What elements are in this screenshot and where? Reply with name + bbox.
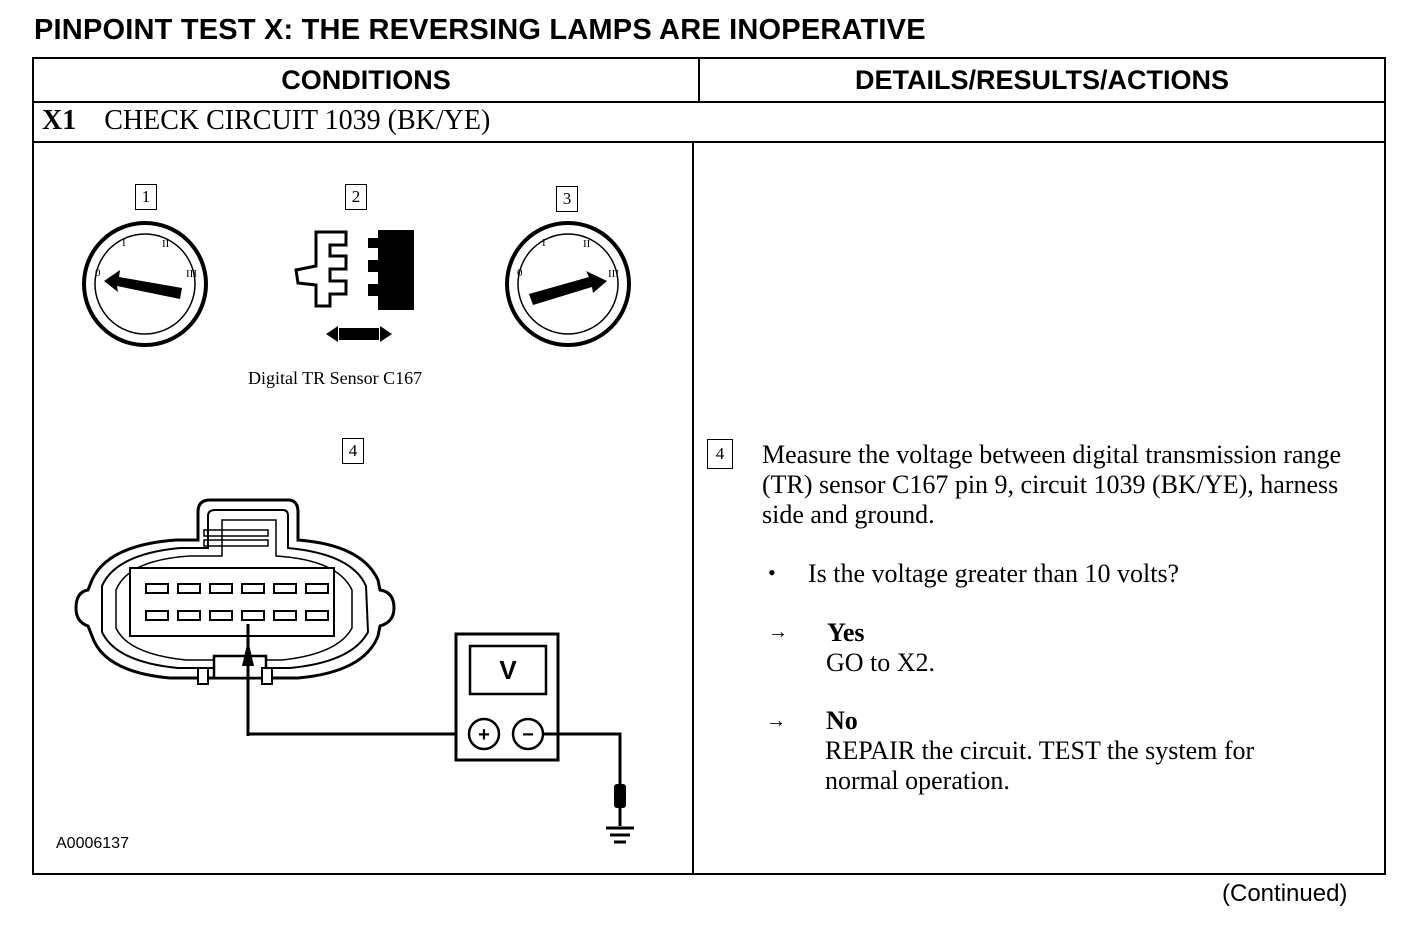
instruction-text: Measure the voltage between digital tran… — [762, 440, 1342, 529]
meter-minus-sign: − — [522, 724, 534, 746]
figure-id: A0006137 — [56, 835, 129, 852]
figure-number-3: 3 — [556, 186, 578, 212]
connector-disconnect-icon — [294, 230, 414, 342]
pinpoint-test-table: CONDITIONS DETAILS/RESULTS/ACTIONS X1 CHE… — [32, 57, 1386, 875]
step-label: CHECK CIRCUIT 1039 (BK/YE) — [104, 105, 491, 136]
column-divider-header — [698, 59, 700, 101]
switch-1-mark-2: II — [162, 238, 170, 250]
question-text: Is the voltage greater than 10 volts? — [808, 559, 1180, 588]
arrow-yes-icon: → — [768, 621, 788, 643]
answer-no-label: No — [826, 706, 858, 735]
answer-no-action-line2: normal operation. — [825, 766, 1010, 795]
switch-3-mark-3: III — [608, 268, 619, 280]
arrow-no-icon: → — [766, 710, 786, 732]
harness-connector-icon — [74, 498, 396, 736]
details-step-number: 4 — [707, 439, 733, 469]
step-row-divider — [34, 141, 1384, 143]
continued-label: (Continued) — [1222, 880, 1348, 907]
figure-number-1: 1 — [135, 184, 157, 210]
answer-yes-action: GO to X2. — [826, 648, 936, 677]
answer-no-action-line1: REPAIR the circuit. TEST the system for — [825, 736, 1255, 765]
page-title: PINPOINT TEST X: THE REVERSING LAMPS ARE… — [34, 14, 926, 46]
answer-yes-label: Yes — [827, 618, 865, 647]
column-header-conditions: CONDITIONS — [281, 64, 451, 95]
switch-3-mark-0: 0 — [517, 267, 523, 279]
step-id: X1 — [42, 105, 77, 136]
sensor-caption: Digital TR Sensor C167 — [248, 368, 423, 388]
meter-plus-sign: + — [478, 724, 490, 746]
ground-icon — [606, 826, 634, 844]
switch-3-mark-1: I — [542, 237, 546, 249]
switch-1-mark-1: I — [122, 237, 126, 249]
column-divider-body — [692, 141, 694, 873]
header-divider — [34, 101, 1384, 103]
meter-positive-terminal — [467, 717, 501, 751]
figure-number-2: 2 — [345, 184, 367, 210]
switch-1-mark-3: III — [186, 268, 197, 280]
switch-1-mark-0: 0 — [95, 267, 101, 279]
voltmeter-icon: V + − — [248, 632, 626, 826]
column-header-details: DETAILS/RESULTS/ACTIONS — [854, 64, 1229, 95]
ignition-switch-1-icon: 0 I II III — [82, 221, 208, 347]
switch-3-mark-2: II — [583, 238, 591, 250]
meter-label: V — [499, 655, 517, 685]
figure-number-4: 4 — [342, 438, 364, 464]
ignition-switch-3-icon: 0 I II III — [505, 221, 631, 347]
question-bullet: • — [768, 560, 776, 585]
step-row: X1 CHECK CIRCUIT 1039 (BK/YE) — [42, 105, 490, 137]
